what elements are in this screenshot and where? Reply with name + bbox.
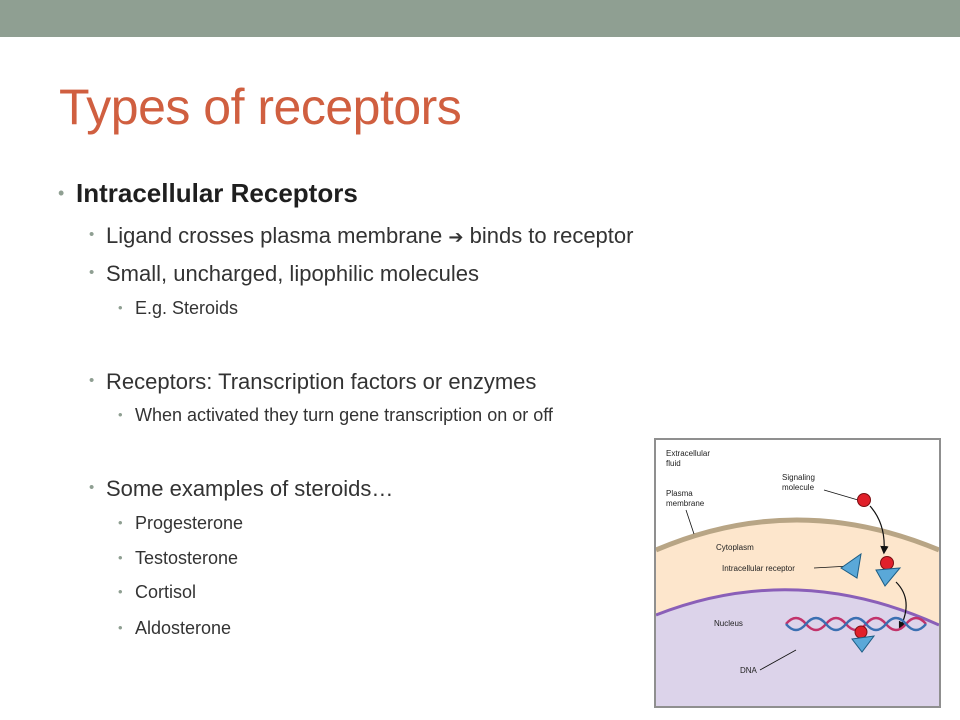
entry-arrow (869, 505, 889, 555)
label-cytoplasm: Cytoplasm (716, 543, 754, 552)
steroid-item: Testosterone (135, 548, 239, 568)
label-extracellular-2: fluid (666, 459, 681, 468)
label-receptor: Intracellular receptor (722, 564, 795, 573)
label-signaling-2: molecule (782, 483, 815, 492)
bullet-marker: • (118, 620, 123, 635)
diagram-svg: Extracellular fluid Plasma membrane Sign… (656, 449, 939, 706)
label-plasma-1: Plasma (666, 489, 693, 498)
bullet-marker: • (118, 550, 123, 565)
bullet-marker: • (118, 515, 123, 530)
bound-receptor (875, 567, 902, 587)
bullet-marker: • (89, 264, 95, 281)
dna-bound-receptor (851, 635, 876, 653)
label-dna: DNA (740, 666, 758, 675)
nucleus-arrow (895, 581, 907, 631)
label-extracellular-1: Extracellular (666, 449, 710, 458)
bullet-receptors-types: Receptors: Transcription factors or enzy… (106, 369, 537, 394)
steroid-item: Aldosterone (135, 618, 232, 638)
bullet-small-molecules: Small, uncharged, lipophilic molecules (106, 261, 479, 286)
bullet-intracellular-receptors: Intracellular Receptors (76, 178, 358, 208)
label-nucleus: Nucleus (714, 619, 743, 628)
bullet-marker: • (58, 183, 65, 203)
steroid-item: Cortisol (135, 582, 197, 602)
bullet-marker: • (89, 479, 95, 496)
bullet-eg-steroids: E.g. Steroids (135, 298, 239, 318)
receptor-shape (840, 552, 862, 579)
dna-bound-molecule (854, 625, 868, 639)
label-signaling-1: Signaling (782, 473, 815, 482)
ligand-text-end: binds to receptor (463, 223, 634, 248)
bullet-activated: When activated they turn gene transcript… (135, 405, 553, 425)
bullet-marker: • (89, 226, 95, 243)
intracellular-receptor-diagram: Extracellular fluid Plasma membrane Sign… (654, 438, 941, 708)
label-plasma-2: membrane (666, 499, 705, 508)
bullet-marker: • (118, 584, 123, 599)
signal-molecule (857, 493, 871, 507)
nuclear-envelope (656, 588, 939, 627)
top-accent-bar (0, 0, 960, 37)
bound-molecule (880, 556, 894, 570)
bullet-ligand: Ligand crosses plasma membrane ➔ binds t… (106, 223, 633, 249)
dna-pointer (759, 649, 797, 671)
steroid-item: Progesterone (135, 513, 244, 533)
bullet-examples: Some examples of steroids… (106, 476, 394, 501)
plasma-pointer (685, 509, 695, 535)
signaling-pointer (823, 489, 859, 501)
arrow-icon: ➔ (448, 227, 464, 248)
bullet-marker: • (89, 372, 95, 389)
ligand-text-start: Ligand crosses plasma membrane (106, 223, 449, 248)
nucleus-region (656, 589, 939, 706)
plasma-membrane (656, 517, 939, 553)
bullet-marker: • (118, 407, 123, 422)
slide-title: Types of receptors (59, 79, 462, 135)
bullet-marker: • (118, 300, 123, 315)
